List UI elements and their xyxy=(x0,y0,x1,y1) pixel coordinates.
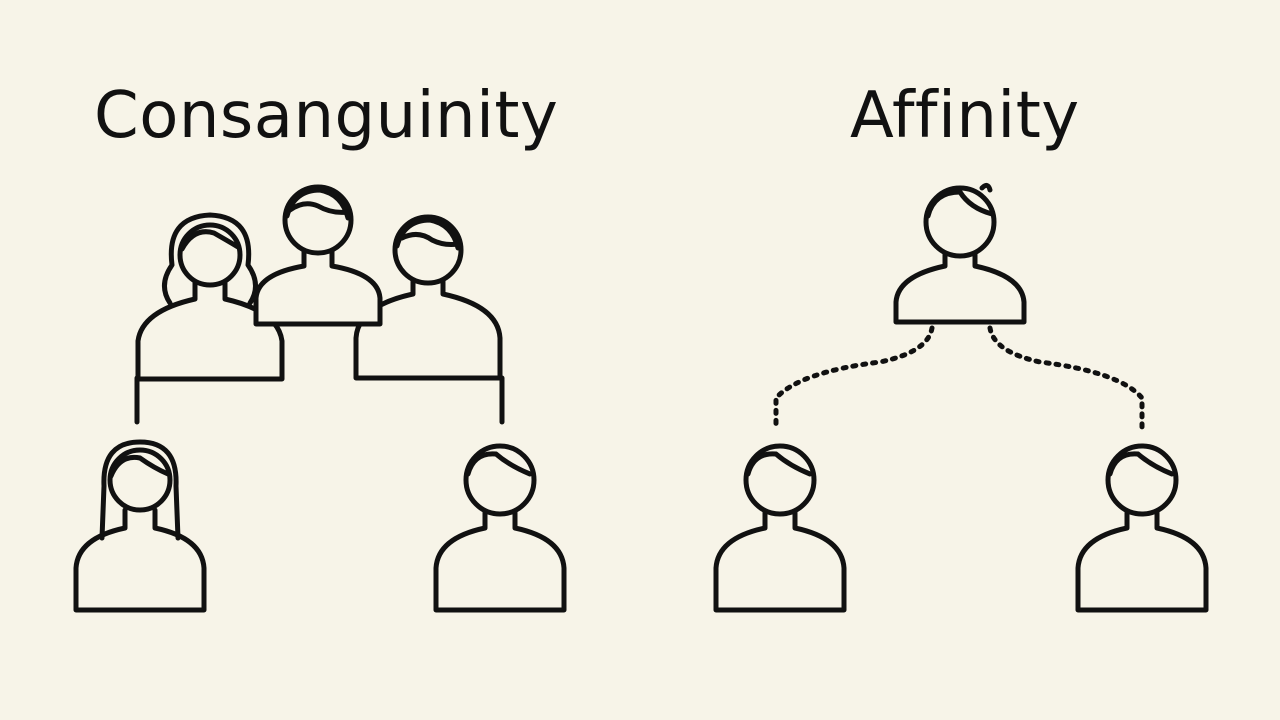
consanguinity-heading: Consanguinity xyxy=(94,79,559,153)
affinity-dotted-line-left xyxy=(773,325,935,431)
person-icon-affinity-left xyxy=(716,446,844,610)
person-icon-child-man xyxy=(436,446,564,610)
affinity-dotted-line-right xyxy=(987,325,1145,431)
person-icon-parent-man xyxy=(353,214,503,381)
person-icon-parent-woman xyxy=(135,212,285,382)
affinity-heading: Affinity xyxy=(850,79,1080,153)
person-icon-child-woman xyxy=(76,442,204,610)
affinity-group xyxy=(716,182,1206,610)
person-icon-affinity-top xyxy=(893,182,1027,325)
person-icon-affinity-right xyxy=(1078,446,1206,610)
person-icon-grandparent xyxy=(253,184,383,327)
consanguinity-group xyxy=(76,184,564,610)
